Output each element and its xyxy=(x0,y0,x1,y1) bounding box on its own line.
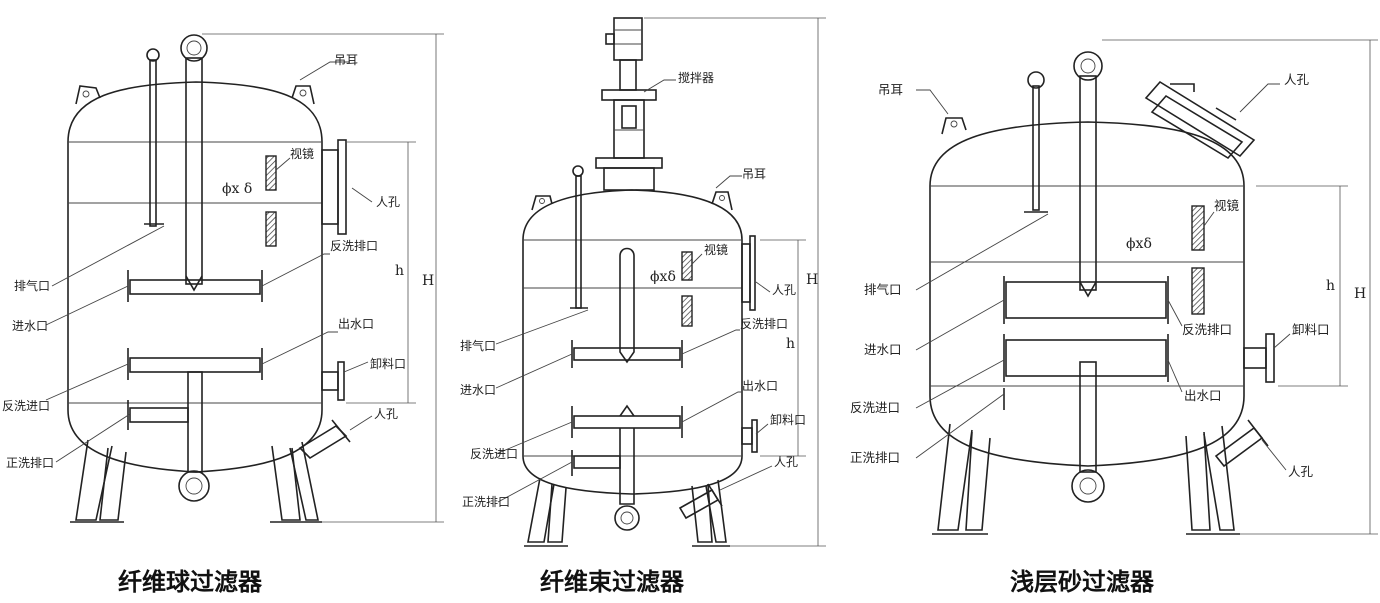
fiber-bundle-inlet-label: 进水口 xyxy=(460,383,496,397)
shallow-sand-manhole-top-label: 人孔 xyxy=(1284,72,1310,87)
fiber-ball-dimension-symbol: ϕx δ xyxy=(222,181,252,197)
shallow-sand-bottom-flange xyxy=(1071,469,1105,503)
fiber-bundle-backwash-outlet-label: 反洗排口 xyxy=(740,317,788,331)
shallow-sand-leaders xyxy=(915,83,1291,471)
fiber-bundle-backwash-inlet-label: 反洗进口 xyxy=(470,447,518,461)
fiber-ball-discharge-label: 卸料口 xyxy=(370,356,406,371)
fiber-ball-H-label: H xyxy=(422,273,434,289)
shallow-sand-manhole-bottom-label: 人孔 xyxy=(1288,464,1314,479)
shallow-sand-lifting-lug-label: 吊耳 xyxy=(878,82,903,97)
fiber-bundle-outlet-label: 出水口 xyxy=(742,379,778,393)
fiber-bundle-filter: h H ϕxδ 搅拌器 吊耳 视镜 人孔 排气口 反洗排口 进水口 出水口 卸料… xyxy=(460,17,826,596)
shallow-sand-outlet-label: 出水口 xyxy=(1184,388,1222,403)
shallow-sand-vent-label: 排气口 xyxy=(864,282,902,297)
fiber-ball-inlet-label: 进水口 xyxy=(12,319,48,333)
fiber-bundle-legs xyxy=(524,477,730,547)
fiber-bundle-center-pipe xyxy=(619,247,635,364)
shallow-sand-dimension-symbol: ϕxδ xyxy=(1126,236,1152,252)
fiber-ball-manhole-bottom-label: 人孔 xyxy=(374,407,398,421)
shallow-sand-sight-glass-label: 视镜 xyxy=(1214,198,1240,213)
fiber-bundle-lifting-lugs xyxy=(531,191,733,211)
fiber-ball-center-pipe xyxy=(180,34,208,292)
fiber-ball-backwash-outlet-label: 反洗排口 xyxy=(330,239,378,253)
fiber-ball-manhole-side-label: 人孔 xyxy=(376,195,400,209)
fiber-bundle-vent-label: 排气口 xyxy=(460,338,496,353)
fiber-ball-leaders xyxy=(45,61,373,463)
fiber-ball-vent-label: 排气口 xyxy=(14,278,50,293)
fiber-ball-h-label: h xyxy=(395,263,404,279)
shallow-sand-dimensions: h H ϕxδ xyxy=(1102,39,1378,535)
fiber-ball-lifting-lugs xyxy=(75,85,315,105)
fiber-bundle-manhole-bottom-label: 人孔 xyxy=(774,455,798,469)
shallow-sand-filter: h H ϕxδ 吊耳 人孔 视镜 排气口 反洗排口 卸料口 进水口 出水口 反洗… xyxy=(850,39,1378,596)
shallow-sand-lifting-lug xyxy=(941,117,967,135)
fiber-ball-legs xyxy=(70,439,322,523)
shallow-sand-vessel xyxy=(929,121,1245,467)
fiber-bundle-discharge-nozzle xyxy=(741,419,758,453)
shallow-sand-pipes xyxy=(1003,276,1169,473)
fiber-ball-dimensions: h H ϕx δ xyxy=(202,33,444,523)
fiber-ball-side-manhole xyxy=(321,139,347,235)
shallow-sand-sight-glasses xyxy=(1191,205,1205,315)
fiber-ball-vent-pipe xyxy=(144,48,164,227)
fiber-bundle-dimension-symbol: ϕxδ xyxy=(650,269,676,285)
fiber-bundle-dimensions: h H ϕxδ xyxy=(644,17,826,547)
fiber-bundle-pipes xyxy=(571,340,683,505)
fiber-bundle-caption: 纤维束过滤器 xyxy=(540,568,685,596)
shallow-sand-vent-pipe xyxy=(1024,71,1048,213)
shallow-sand-discharge-nozzle xyxy=(1243,333,1275,383)
fiber-ball-filter: h H ϕx δ 吊耳 视镜 人孔 反洗排口 排气口 进水口 出水口 卸料口 反… xyxy=(2,33,444,596)
fiber-ball-caption: 纤维球过滤器 xyxy=(118,568,263,596)
fiber-bundle-discharge-label: 卸料口 xyxy=(770,412,806,427)
fiber-ball-backwash-inlet-label: 反洗进口 xyxy=(2,399,50,413)
fiber-ball-bottom-manhole xyxy=(298,419,351,460)
fiber-bundle-bottom-manhole xyxy=(678,483,723,520)
fiber-ball-sight-glasses xyxy=(265,155,277,247)
fiber-bundle-vessel xyxy=(522,189,743,495)
shallow-sand-center-pipe xyxy=(1073,51,1103,298)
shallow-sand-h-label: h xyxy=(1326,278,1335,294)
fiber-ball-sight-glass-label: 视镜 xyxy=(290,146,314,161)
fiber-bundle-leaders xyxy=(495,79,773,503)
shallow-sand-top-manhole xyxy=(1144,80,1256,160)
shallow-sand-legs xyxy=(932,423,1240,535)
shallow-sand-caption: 浅层砂过滤器 xyxy=(1010,568,1155,596)
fiber-ball-vessel xyxy=(67,81,323,473)
fiber-ball-bottom-flange xyxy=(178,470,210,502)
fiber-bundle-h-label: h xyxy=(786,336,795,352)
shallow-sand-bottom-manhole xyxy=(1214,419,1269,468)
fiber-bundle-manhole-side-label: 人孔 xyxy=(772,283,796,297)
fiber-bundle-sight-glass-label: 视镜 xyxy=(704,242,728,257)
fiber-bundle-forward-wash-label: 正洗排口 xyxy=(462,495,510,509)
fiber-bundle-side-manhole xyxy=(741,235,756,311)
shallow-sand-inlet-label: 进水口 xyxy=(864,342,902,357)
fiber-bundle-lifting-lug-label: 吊耳 xyxy=(742,167,766,181)
fiber-ball-forward-wash-label: 正洗排口 xyxy=(6,456,54,470)
fiber-ball-lifting-lug-label: 吊耳 xyxy=(334,53,358,67)
shallow-sand-discharge-label: 卸料口 xyxy=(1292,322,1330,337)
fiber-ball-outlet-label: 出水口 xyxy=(338,317,374,331)
fiber-ball-pipes xyxy=(127,270,263,473)
shallow-sand-backwash-outlet-label: 反洗排口 xyxy=(1182,322,1232,337)
shallow-sand-H-label: H xyxy=(1354,286,1366,302)
fiber-bundle-vent-pipe xyxy=(570,165,588,309)
fiber-bundle-sight-glasses xyxy=(681,251,693,327)
fiber-bundle-agitator xyxy=(595,17,663,191)
fiber-bundle-H-label: H xyxy=(806,272,818,288)
shallow-sand-backwash-inlet-label: 反洗进口 xyxy=(850,400,900,415)
fiber-ball-discharge-nozzle xyxy=(321,361,345,401)
fiber-bundle-agitator-label: 搅拌器 xyxy=(678,70,714,85)
shallow-sand-forward-wash-label: 正洗排口 xyxy=(850,450,900,465)
fiber-bundle-bottom-flange xyxy=(614,505,640,531)
